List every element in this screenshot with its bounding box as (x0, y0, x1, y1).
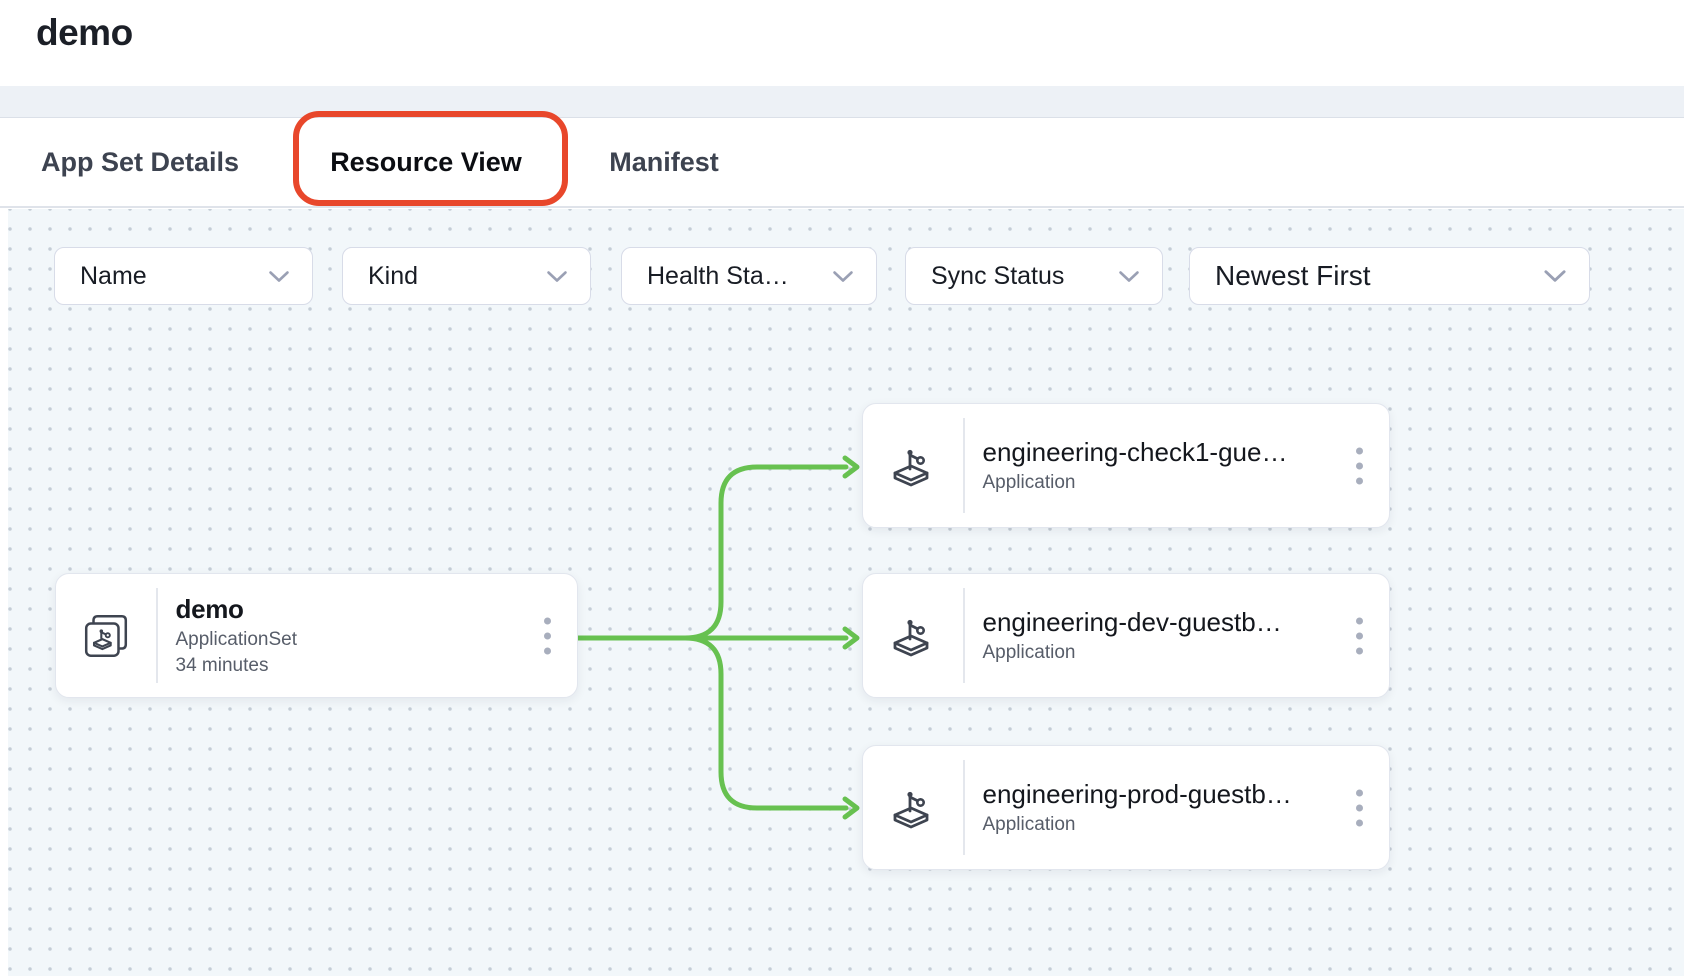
filter-dropdown-sync-status[interactable]: Sync Status (905, 247, 1163, 305)
tab-bar: App Set Details Resource View Manifest (0, 118, 1684, 326)
node-application-prod[interactable]: engineering-prod-guestb… Application (862, 745, 1390, 870)
node-text: engineering-prod-guestb… Application (965, 746, 1390, 869)
node-menu-button[interactable] (536, 609, 559, 662)
node-divider (156, 588, 158, 683)
filter-dropdown-kind[interactable]: Kind (342, 247, 591, 305)
filter-label: Name (80, 261, 147, 290)
node-divider (963, 760, 965, 855)
resource-graph-canvas[interactable]: Name Kind Health Sta… Sync Status Newest… (0, 209, 1684, 976)
chevron-down-icon (833, 270, 853, 282)
applicationset-icon (84, 614, 128, 657)
node-kind: Application (982, 814, 1076, 835)
tab-app-set-details[interactable]: App Set Details (38, 118, 242, 206)
node-application-check1[interactable]: engineering-check1-gue… Application (862, 403, 1390, 528)
node-age: 34 minutes (175, 655, 269, 676)
node-title: engineering-check1-gue… (982, 437, 1288, 467)
filter-dropdown-health-status[interactable]: Health Sta… (621, 247, 877, 305)
node-kind: Application (982, 642, 1076, 663)
sort-label: Newest First (1215, 260, 1371, 291)
node-title: engineering-prod-guestb… (982, 779, 1292, 809)
node-menu-button[interactable] (1348, 781, 1371, 834)
node-application-dev[interactable]: engineering-dev-guestb… Application (862, 573, 1390, 698)
node-icon-cell (863, 574, 963, 697)
node-title: demo (175, 594, 244, 624)
node-divider (963, 418, 965, 513)
filter-label: Sync Status (931, 261, 1065, 290)
node-applicationset-demo[interactable]: demo ApplicationSet 34 minutes (55, 573, 578, 698)
header-divider-band (0, 86, 1684, 118)
node-text: demo ApplicationSet 34 minutes (158, 574, 578, 697)
arrowhead-icon (842, 796, 860, 820)
node-text: engineering-dev-guestb… Application (965, 574, 1390, 697)
edge-root-to-app3 (575, 635, 849, 811)
node-menu-button[interactable] (1348, 609, 1371, 662)
arrowhead-icon (842, 626, 860, 650)
node-divider (963, 588, 965, 683)
tab-label: Resource View (330, 146, 522, 177)
node-menu-button[interactable] (1348, 439, 1371, 492)
filter-label: Kind (368, 261, 419, 290)
node-kind: ApplicationSet (175, 629, 297, 650)
node-text: engineering-check1-gue… Application (965, 404, 1390, 527)
filter-dropdown-name[interactable]: Name (54, 247, 313, 305)
tab-label: App Set Details (40, 146, 240, 177)
node-icon-cell (863, 404, 963, 527)
application-icon (893, 449, 929, 486)
filter-label: Health Sta… (647, 261, 789, 290)
page-header: demo (0, 0, 1684, 86)
tab-manifest[interactable]: Manifest (604, 118, 724, 206)
tab-label: Manifest (609, 146, 719, 177)
application-icon (893, 791, 929, 828)
node-title: engineering-dev-guestb… (982, 607, 1282, 637)
node-kind: Application (982, 472, 1076, 493)
chevron-down-icon (1544, 270, 1566, 282)
node-icon-cell (56, 574, 156, 697)
tab-resource-view[interactable]: Resource View (307, 118, 545, 206)
node-icon-cell (863, 746, 963, 869)
edge-root-to-app1 (575, 464, 849, 641)
chevron-down-icon (1119, 270, 1139, 282)
arrowhead-icon (842, 455, 860, 479)
sort-order-dropdown[interactable]: Newest First (1189, 247, 1590, 305)
page-title: demo (36, 12, 133, 53)
chevron-down-icon (547, 270, 567, 282)
chevron-down-icon (269, 270, 289, 282)
application-icon (893, 619, 929, 656)
